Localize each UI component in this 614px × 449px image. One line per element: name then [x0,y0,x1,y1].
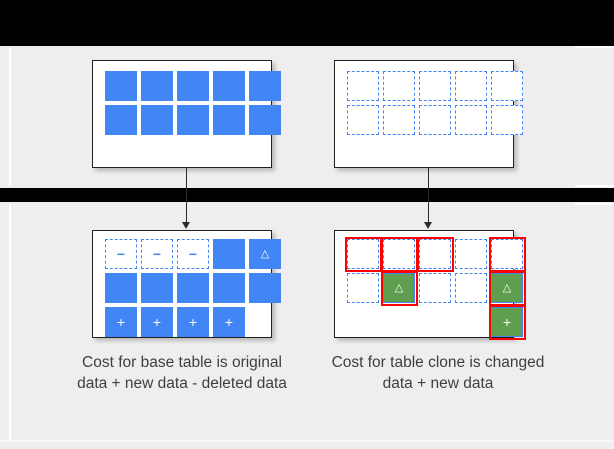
table-cell-solid [177,273,209,303]
clone-table-initial-card [334,60,523,168]
table-cell-dashed [455,273,487,303]
minus-icon: − [152,246,162,262]
table-cell-solid [177,105,209,135]
table-cell-solid [105,71,137,101]
table-cell-dashed [455,71,487,101]
table-cell-dashed [347,105,379,135]
table-cell-solid [213,71,245,101]
base-table-initial-grid [105,71,281,135]
table-cell-dashed [491,105,523,135]
table-cell-dashed [455,239,487,269]
table-cell-empty [383,307,415,337]
table-cell-solid [105,273,137,303]
caption-base-table: Cost for base table is original data + n… [77,354,287,392]
plus-icon: + [224,314,234,330]
lower-panel-top-edge [575,203,614,205]
clone-table-after-grid: △ △ + [344,236,526,340]
table-cell-dashed: − [141,239,173,269]
table-cell-dashed-highlighted [380,236,418,272]
table-cell-empty [347,307,379,337]
table-cell-dashed [419,105,451,135]
table-cell-dashed [491,71,523,101]
upper-panel-top-edge [575,46,614,48]
table-cell-dashed [383,105,415,135]
table-cell-solid: + [177,307,209,337]
arrow-clone-head [424,222,432,229]
middle-black-band [0,188,614,202]
plus-icon: + [188,314,198,330]
table-cell-solid [213,239,245,269]
table-cell-dashed: − [177,239,209,269]
table-cell-solid [249,273,281,303]
table-cell-green-highlighted: △ [488,270,526,306]
upper-panel-bottom-edge [575,185,614,187]
table-cell-dashed [419,273,451,303]
table-cell-solid [141,273,173,303]
base-table-after-card: − − − △ + + + + [92,230,281,338]
table-cell-green-highlighted: △ [380,270,418,306]
table-cell-solid: + [213,307,245,337]
table-cell-dashed-highlighted [416,236,454,272]
table-cell-solid [213,105,245,135]
table-cell-dashed-highlighted [344,236,382,272]
table-cell-empty [455,307,487,337]
table-cell-dashed [347,71,379,101]
table-cell-solid [141,71,173,101]
table-cell-solid: + [141,307,173,337]
table-cell-solid [141,105,173,135]
top-black-band [0,0,614,46]
minus-icon: − [116,246,126,262]
plus-icon: + [116,314,126,330]
base-table-initial-card [92,60,281,168]
table-cell-empty [249,307,281,337]
table-cell-solid: △ [249,239,281,269]
arrow-base-shaft [186,168,188,224]
table-cell-dashed [383,71,415,101]
table-cell-solid [249,71,281,101]
plus-icon: + [152,314,162,330]
table-cell-dashed-highlighted [488,236,526,272]
table-cell-dashed [455,105,487,135]
triangle-icon: △ [502,281,512,294]
table-cell-solid [213,273,245,303]
upper-panel-left-edge [9,48,11,186]
table-cell-green-highlighted: + [488,304,526,340]
table-cell-solid [177,71,209,101]
lower-panel-left-edge [9,204,11,442]
table-cell-solid: + [105,307,137,337]
plus-icon: + [502,314,512,330]
minus-icon: − [188,246,198,262]
arrow-clone-shaft [428,168,430,224]
base-table-after-grid: − − − △ + + + + [105,239,281,337]
table-cell-dashed [419,71,451,101]
table-cell-dashed: − [105,239,137,269]
table-cell-solid [105,105,137,135]
clone-table-after-card: △ △ + [334,230,526,340]
triangle-icon: △ [260,247,270,260]
table-cell-empty [419,307,451,337]
triangle-icon: △ [394,281,404,294]
clone-table-initial-grid [347,71,523,135]
lower-panel-bottom-edge [0,440,614,442]
caption-clone-table: Cost for table clone is changed data + n… [331,354,545,392]
table-cell-solid [249,105,281,135]
arrow-base-head [182,222,190,229]
table-cell-dashed [347,273,379,303]
